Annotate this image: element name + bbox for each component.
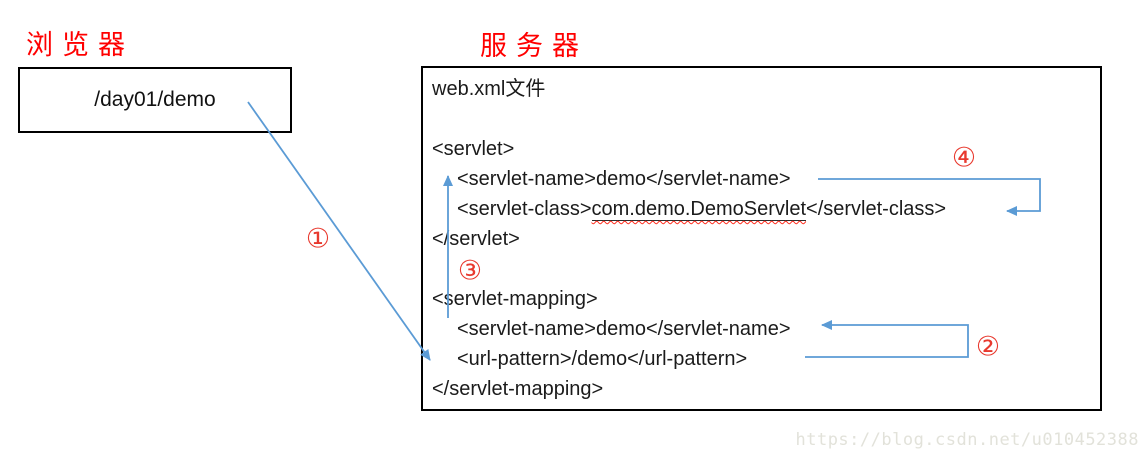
step-3-badge: ③ (457, 255, 483, 287)
server-title: 服务器 (480, 31, 588, 62)
servlet-class-value: com.demo.DemoServlet (591, 198, 807, 221)
servlet-close-tag: </servlet> (432, 228, 520, 250)
web-xml-file-title: web.xml文件 (432, 78, 546, 100)
step-2-badge: ② (975, 331, 1001, 363)
servlet-mapping-open-tag: <servlet-mapping> (432, 288, 598, 310)
blank-line (432, 254, 1096, 284)
request-url: /day01/demo (94, 88, 216, 111)
server-box: web.xml文件 <servlet> <servlet-name>demo</… (421, 66, 1102, 411)
step-1-badge: ① (305, 223, 331, 255)
servlet-mapping-close-tag: </servlet-mapping> (432, 378, 604, 400)
servlet-class-open-tag: <servlet-class> (457, 198, 592, 220)
url-pattern-line: <url-pattern>/demo</url-pattern> (457, 348, 748, 370)
servlet-open-tag: <servlet> (432, 138, 515, 160)
browser-box: /day01/demo (18, 67, 292, 133)
browser-title: 浏览器 (26, 30, 134, 61)
servlet-class-line: <servlet-class>com.demo.DemoServlet</ser… (432, 194, 1096, 224)
servlet-name-line: <servlet-name>demo</servlet-name> (457, 168, 791, 190)
servlet-class-close-tag: </servlet-class> (806, 198, 947, 220)
step-4-badge: ④ (951, 142, 977, 174)
mapping-servlet-name-line: <servlet-name>demo</servlet-name> (457, 318, 791, 340)
arrow-step1-request (247, 101, 431, 361)
csdn-watermark: https://blog.csdn.net/u010452388 (795, 430, 1139, 450)
blank-line (432, 104, 1096, 134)
